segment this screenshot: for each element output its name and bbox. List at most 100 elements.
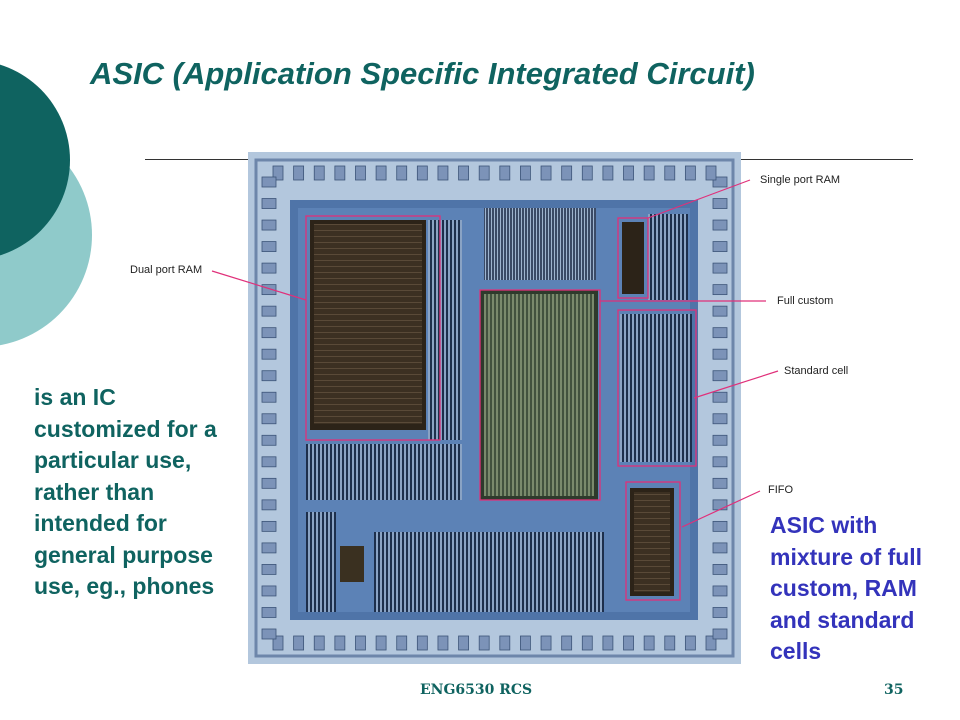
- io-pad: [643, 165, 655, 181]
- io-pad: [261, 564, 277, 575]
- io-pad: [261, 434, 277, 446]
- standard-cell-block: [620, 314, 692, 462]
- io-pad: [561, 165, 573, 181]
- io-pad: [684, 165, 696, 181]
- io-pad: [712, 564, 728, 575]
- io-pad: [355, 635, 366, 651]
- io-pad: [712, 434, 728, 446]
- io-pad: [313, 165, 325, 181]
- io-pad: [712, 305, 728, 317]
- full-custom-outline: [479, 289, 601, 501]
- io-pad: [581, 165, 593, 181]
- io-pad: [261, 305, 277, 317]
- io-pad: [540, 165, 552, 181]
- io-pad: [375, 635, 387, 651]
- io-pad: [712, 456, 728, 468]
- io-pad: [712, 628, 728, 640]
- io-pad: [561, 635, 573, 651]
- io-pad: [581, 635, 593, 651]
- io-pad: [602, 635, 614, 651]
- io-pad: [478, 635, 490, 651]
- io-pad: [396, 165, 408, 181]
- io-pad: [520, 165, 531, 181]
- io-pad: [416, 165, 428, 181]
- definition-text: is an IC customized for a particular use…: [34, 384, 217, 599]
- io-pad: [313, 635, 325, 651]
- io-pad: [261, 607, 277, 618]
- io-pad: [261, 370, 277, 382]
- io-pad: [712, 241, 728, 252]
- io-pad: [712, 370, 728, 382]
- io-pad: [261, 542, 277, 554]
- io-pad: [712, 520, 728, 532]
- io-pad: [712, 542, 728, 554]
- io-pad: [261, 348, 277, 360]
- io-pad: [272, 165, 284, 181]
- label-standard-cell: Standard cell: [784, 365, 849, 377]
- io-pad: [272, 635, 284, 651]
- dual-port-ram-outline: [305, 215, 441, 441]
- standard-cell-row-2: [306, 512, 336, 612]
- io-pad: [705, 635, 717, 651]
- io-pad: [261, 219, 277, 231]
- standard-cell-row-1: [306, 444, 462, 500]
- io-pad: [261, 241, 277, 252]
- label-dual-port-ram: Dual port RAM: [130, 264, 203, 276]
- standard-cell-right-top: [648, 214, 688, 300]
- io-pad: [261, 327, 277, 339]
- io-pad: [458, 635, 469, 651]
- io-pad: [712, 284, 728, 296]
- fifo-outline: [625, 481, 681, 601]
- title-rule-left: [145, 159, 248, 160]
- io-pad: [334, 635, 346, 651]
- io-pad: [261, 585, 277, 597]
- io-pad: [664, 635, 676, 651]
- io-pad: [643, 635, 655, 651]
- io-pad: [712, 327, 728, 339]
- io-pad: [664, 165, 676, 181]
- io-pad: [478, 165, 490, 181]
- io-pad: [355, 165, 366, 181]
- io-pad: [261, 456, 277, 468]
- io-pad: [712, 477, 728, 489]
- io-pad: [520, 635, 531, 651]
- footer-course: ENG6530 RCS: [420, 682, 533, 698]
- standard-cell-bottom: [374, 532, 604, 612]
- asic-die-photo: [248, 152, 741, 664]
- io-pad: [712, 391, 728, 403]
- io-pad: [623, 635, 634, 651]
- io-pad: [712, 219, 728, 231]
- page-number: 35: [884, 682, 904, 698]
- io-pad: [712, 413, 728, 425]
- io-pad: [684, 635, 696, 651]
- io-pad: [602, 165, 614, 181]
- io-pad: [540, 635, 552, 651]
- fifo-array: [634, 492, 670, 592]
- die-ring: [254, 158, 735, 658]
- title-rule-right: [741, 159, 913, 160]
- label-fifo: FIFO: [768, 484, 794, 496]
- label-full-custom: Full custom: [777, 295, 834, 307]
- io-pad: [261, 176, 277, 188]
- ram-periphery: [428, 220, 462, 440]
- io-pad: [293, 635, 305, 651]
- io-pad: [712, 348, 728, 360]
- io-pad: [499, 165, 511, 181]
- io-pad: [261, 284, 277, 296]
- io-pad: [712, 585, 728, 597]
- io-pad: [261, 391, 277, 403]
- io-pad: [261, 477, 277, 489]
- io-pad: [712, 607, 728, 618]
- standard-cell-top: [484, 208, 596, 280]
- io-pad: [499, 635, 511, 651]
- label-single-port-ram: Single port RAM: [760, 174, 841, 186]
- dark-teal-circle: [0, 64, 70, 256]
- io-pad: [458, 165, 469, 181]
- io-pad: [261, 413, 277, 425]
- io-pad: [712, 198, 728, 209]
- io-pad: [396, 635, 408, 651]
- io-pad: [712, 262, 728, 274]
- caption-text: ASIC with mixture of full custom, RAM an…: [770, 512, 923, 664]
- io-pad: [375, 165, 387, 181]
- single-port-ram-outline: [617, 217, 649, 299]
